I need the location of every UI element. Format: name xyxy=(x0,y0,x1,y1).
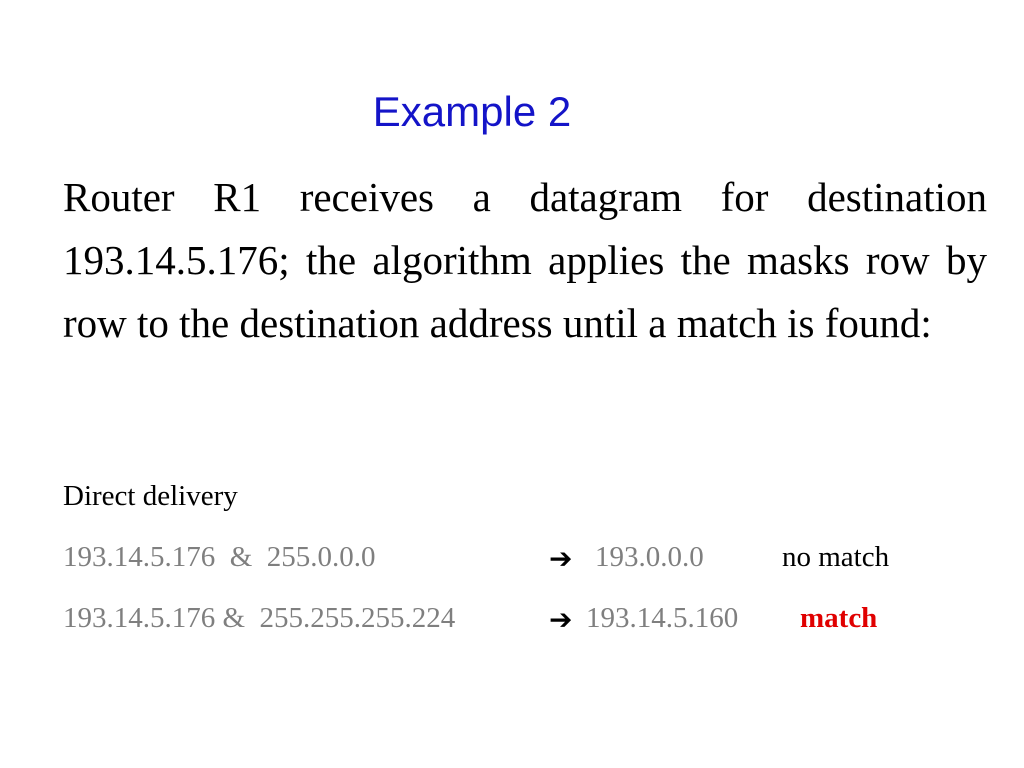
right-arrow-icon: ➔ xyxy=(549,603,573,636)
address-and-mask: 193.14.5.176 & 255.0.0.0 xyxy=(63,541,376,573)
result-address: 193.0.0.0 xyxy=(595,541,704,573)
slide-title: Example 2 xyxy=(372,88,572,135)
result-address: 193.14.5.160 xyxy=(586,602,739,634)
mask-row: 193.14.5.176 & 255.255.255.224 ➔ 193.14.… xyxy=(63,602,877,642)
mask-row: 193.14.5.176 & 255.0.0.0 ➔ 193.0.0.0 no … xyxy=(63,541,889,581)
slide-body-text: Router R1 receives a datagram for destin… xyxy=(63,174,987,346)
right-arrow-icon: ➔ xyxy=(549,542,573,575)
section-label: Direct delivery xyxy=(63,480,238,512)
result-status: no match xyxy=(782,541,890,573)
result-status-match: match xyxy=(800,602,878,634)
address-and-mask: 193.14.5.176 & 255.255.255.224 xyxy=(63,602,456,634)
